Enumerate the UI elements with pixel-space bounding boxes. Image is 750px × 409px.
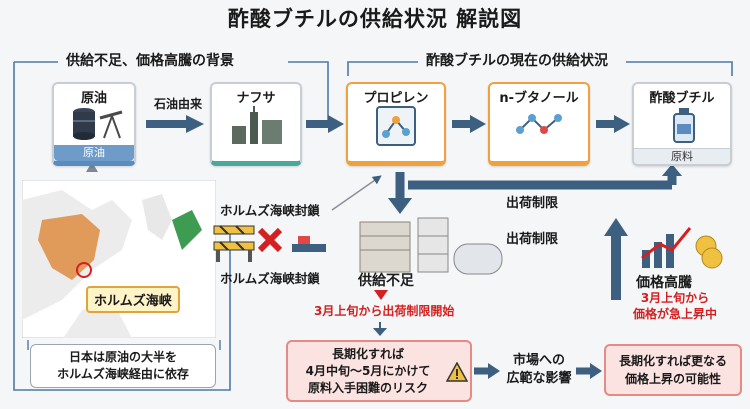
refinery-icon [232, 106, 282, 144]
crude-oil-card: 原油 原油 [52, 82, 136, 166]
hormuz-map-label: ホルムズ海峡 [86, 286, 180, 313]
shipment-limit-label-2: 出荷制限 [506, 232, 559, 247]
arrow-to-price-risk [576, 363, 602, 379]
butyl-acetate-card: 酢酸ブチル 原料 [632, 82, 732, 166]
naphtha-label: ナフサ [236, 91, 276, 106]
hormuz-marker [76, 262, 92, 278]
arrow-to-propylene [306, 115, 344, 133]
arrow-to-butyl-acetate [596, 115, 630, 133]
shortage-note: 3月上旬から出荷制限開始 [314, 304, 455, 318]
petroleum-origin-label: 石油由来 [154, 97, 203, 111]
x-mark-icon [257, 227, 283, 253]
shipment-limit-label-1: 出荷制限 [506, 196, 559, 211]
middle-east-map [22, 180, 216, 338]
butanol-card: n-ブタノール [488, 82, 590, 166]
arrow-to-naphtha [146, 115, 204, 133]
molecule-icon [516, 114, 562, 134]
bottle-icon [673, 108, 695, 143]
arrow-to-butanol [452, 115, 486, 133]
right-section-heading: 酢酸ブチルの現在の供給状況 [420, 52, 614, 70]
naphtha-card: ナフサ [210, 82, 302, 166]
right-frame-line [347, 61, 733, 76]
hormuz-blockade-top: ホルムズ海峡封鎖 [220, 203, 320, 218]
crude-oil-label: 原油 [80, 91, 107, 106]
oil-pump-icon [73, 108, 123, 140]
butyl-acetate-foot: 原料 [634, 148, 730, 164]
left-frame-line [13, 62, 231, 391]
shortage-label: 供給不足 [358, 273, 414, 289]
price-label: 価格高騰 [636, 275, 692, 291]
price-note: 3月上旬から 価格が急上昇中 [632, 291, 717, 321]
risk-box: 長期化すれば 4月中旬〜5月にかけて 原料入手困難のリスク [286, 340, 472, 402]
arrow-to-market [474, 363, 500, 379]
propylene-card: プロピレン [346, 82, 446, 166]
blockade-icon [213, 225, 326, 262]
propylene-label: プロピレン [363, 91, 429, 106]
hormuz-blockade-bottom: ホルムズ海峡封鎖 [220, 271, 320, 286]
rising-chart-icon [641, 227, 723, 269]
crude-oil-foot: 原油 [54, 145, 134, 161]
down-triangle-icon [374, 290, 388, 300]
page-title: 酢酸ブチルの供給状況 解説図 [227, 7, 523, 31]
dependence-note: 日本は原油の大半を ホルムズ海峡経由に依存 [30, 344, 216, 388]
price-risk-box: 長期化すれば更なる 価格上昇の可能性 [604, 344, 742, 396]
market-impact-text: 市場への 広範な影響 [506, 353, 572, 386]
left-section-heading: 供給不足、価格高騰の背景 [60, 52, 240, 70]
japan-region [172, 210, 202, 250]
molecule-frame-icon [376, 106, 416, 146]
butyl-acetate-label: 酢酸ブチル [649, 91, 715, 106]
butanol-label: n-ブタノール [499, 91, 579, 106]
warning-icon [446, 362, 468, 382]
empty-warehouse-icon [359, 217, 503, 275]
